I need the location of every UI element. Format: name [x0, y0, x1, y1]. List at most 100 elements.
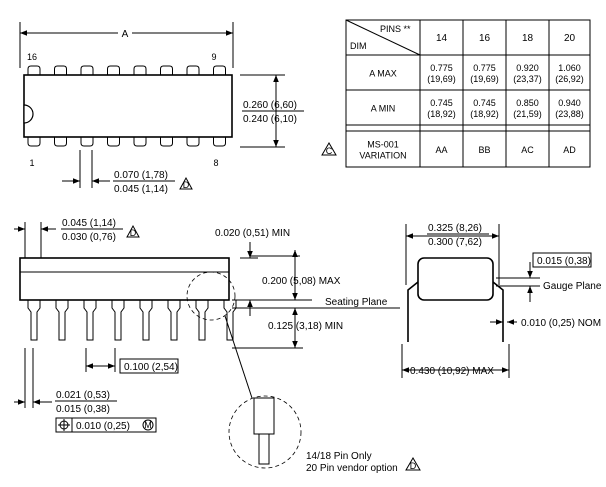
pitch-max: 0.070 (1,78) [114, 170, 168, 181]
row-spacing-min: 0.300 (7,62) [428, 237, 482, 248]
table-pin-count: 20 [564, 33, 576, 44]
row-spacing-max: 0.325 (8,26) [428, 223, 482, 234]
top-pin-upper [54, 65, 67, 75]
table-row-label: VARIATION [359, 151, 406, 161]
side-leads [27, 300, 237, 341]
end-body [417, 257, 494, 301]
pin-1-label: 1 [29, 158, 34, 168]
side-lead [167, 300, 181, 341]
table-cell: (21,59) [513, 109, 542, 119]
table-row-label: A MIN [371, 104, 396, 114]
table-cell: AA [435, 145, 447, 155]
lead-thk-max: 0.021 (0,53) [56, 390, 110, 401]
seating-plane-label: Seating Plane [325, 297, 388, 308]
table-pins-header: PINS ** [380, 24, 411, 34]
side-view: 0.045 (1,14) 0.030 (0,76) D 0.020 (0,51)… [14, 218, 421, 474]
gauge-plane-label: Gauge Plane [543, 281, 602, 292]
side-lead [83, 300, 97, 341]
lead-thk-min: 0.015 (0,38) [56, 404, 110, 415]
standoff-label: 0.020 (0,51) MIN [215, 228, 290, 239]
top-pin-upper [160, 65, 173, 75]
top-pin-lower [107, 137, 120, 147]
top-width-max: 0.260 (6,60) [243, 100, 297, 111]
tolerance-label: 0.010 (0,25) [76, 421, 130, 432]
top-pin-upper [80, 65, 94, 75]
table-cell: 0.745 [430, 98, 453, 108]
detail-callout-large [228, 395, 302, 469]
top-pin-lower [54, 137, 67, 147]
table-cell: 0.940 [558, 98, 581, 108]
table-cell: BB [478, 145, 490, 155]
table-row-label: A MAX [369, 69, 397, 79]
pin-16-label: 16 [27, 52, 37, 62]
table-cell: 0.745 [473, 98, 496, 108]
detail-note-1: 14/18 Pin Only [306, 451, 372, 462]
height-max-label: 0.200 (5,08) MAX [262, 276, 341, 287]
table-cell: (19,69) [427, 74, 456, 84]
lead-width-min: 0.030 (0,76) [62, 232, 116, 243]
side-lead [195, 300, 209, 341]
top-pin-upper [186, 65, 200, 75]
top-pins [27, 65, 226, 147]
pitch-min: 0.045 (1,14) [114, 184, 168, 195]
top-view: A 16 9 1 8 0.260 (6,60) 0.240 (6,10) 0.0… [19, 22, 304, 195]
pin-pitch-label: 0.100 (2,54) [124, 362, 178, 373]
gauge-dim-label: 0.015 (0,38) [537, 256, 591, 267]
pin-9-label: 9 [211, 52, 216, 62]
top-pin-lower [80, 137, 94, 147]
lead-width-max: 0.045 (1,14) [62, 218, 116, 229]
tolerance-modifier: M [144, 420, 152, 430]
pin-1-notch [23, 104, 34, 124]
table-cell: (23,37) [513, 74, 542, 84]
detail-note-2: 20 Pin vendor option [306, 463, 398, 474]
side-lead [223, 300, 237, 341]
top-pin-upper [133, 65, 147, 75]
top-pin-upper [107, 65, 120, 75]
note-c-label: C [326, 146, 333, 156]
top-pin-lower [213, 137, 226, 147]
table-cell: 0.920 [516, 63, 539, 73]
table-cell: 0.775 [473, 63, 496, 73]
lead-nom-label: 0.010 (0,25) NOM [521, 318, 601, 329]
end-lead-right [492, 281, 504, 342]
table-cell: 1.060 [558, 63, 581, 73]
pin-8-label: 8 [213, 158, 218, 168]
table-cell: (19,69) [470, 74, 499, 84]
top-pin-lower [27, 137, 41, 147]
table-pin-count: 16 [479, 33, 491, 44]
side-lead [111, 300, 125, 341]
table-cell: (26,92) [555, 74, 584, 84]
table-dim-header: DIM [350, 41, 367, 51]
top-pin-lower [160, 137, 173, 147]
table-cell: (18,92) [427, 109, 456, 119]
top-body [23, 74, 233, 138]
table-pin-count: 14 [436, 33, 448, 44]
side-lead [27, 300, 41, 341]
table-cell: (18,92) [470, 109, 499, 119]
table-cell: 0.775 [430, 63, 453, 73]
table-pin-count: 18 [522, 33, 534, 44]
top-pin-upper [27, 65, 41, 75]
note-d-label: D [183, 180, 190, 190]
table-row-label: MS-001 [367, 140, 399, 150]
table-cell: (23,88) [555, 109, 584, 119]
table-cell: 0.850 [516, 98, 539, 108]
top-width-min: 0.240 (6,10) [243, 114, 297, 125]
side-body [19, 257, 230, 301]
note-d-triangle [179, 176, 193, 190]
top-pin-lower [186, 137, 200, 147]
note-c-triangle [321, 142, 337, 156]
end-view: 0.325 (8,26) 0.300 (7,62) 0.015 (0,38) G… [401, 223, 602, 378]
table-cell: AC [521, 145, 534, 155]
top-pin-upper [213, 65, 226, 75]
lead-length-label: 0.125 (3,18) MIN [268, 321, 343, 332]
top-pin-lower [133, 137, 147, 147]
dim-a-label: A [122, 29, 129, 40]
detail-note-d: D [410, 461, 417, 471]
side-lead [139, 300, 153, 341]
end-lead-left [407, 281, 419, 342]
table-cell: AD [563, 145, 576, 155]
